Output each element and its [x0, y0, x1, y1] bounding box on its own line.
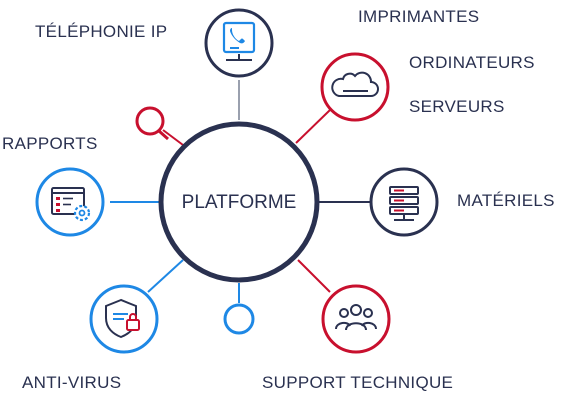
platform-label: PLATFORME [182, 192, 297, 213]
connector-antivirus [147, 259, 184, 293]
pin-circle [223, 303, 255, 335]
label-rapports: RAPPORTS [2, 134, 98, 153]
platform-circle [158, 121, 320, 283]
rapports-node [35, 167, 105, 237]
label-support: SUPPORT TECHNIQUE [262, 373, 454, 392]
team-icon [335, 304, 377, 331]
magnifier-icon [135, 106, 169, 141]
cloud-icon [331, 71, 379, 97]
phone-icon [222, 21, 256, 61]
connector-cloud [295, 109, 331, 144]
telephonie-node [204, 8, 274, 78]
support-node [321, 284, 391, 354]
label-materiels: MATÉRIELS [457, 191, 555, 210]
report-gear-icon [51, 187, 91, 222]
label-serveurs: SERVEURS [409, 97, 505, 116]
connector-support [297, 259, 331, 293]
connectors [110, 80, 370, 303]
materiels-node [369, 167, 439, 237]
cloud-node [320, 52, 390, 122]
label-telephonie: TÉLÉPHONIE IP [35, 22, 168, 41]
label-ordinateurs: ORDINATEURS [409, 53, 535, 72]
shield-lock-icon [105, 298, 140, 339]
label-imprimantes: IMPRIMANTES [358, 7, 480, 26]
label-antivirus: ANTI-VIRUS [22, 373, 122, 392]
server-icon [389, 186, 419, 221]
connector-magnifier [162, 129, 184, 146]
antivirus-node [89, 284, 159, 354]
